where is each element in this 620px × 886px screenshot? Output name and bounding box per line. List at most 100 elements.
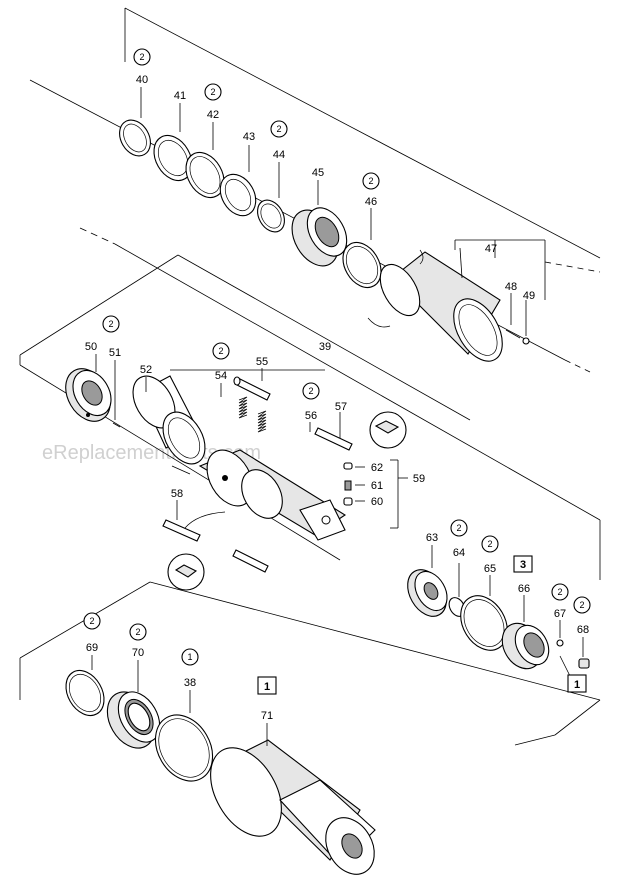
part-57-plug — [369, 411, 407, 449]
part-66-collar — [501, 622, 550, 670]
badge-circle-2-65: 2 — [481, 535, 499, 553]
part-65-o-ring — [460, 595, 508, 651]
part-63-washer — [407, 569, 448, 617]
badge-box-3-66: 3 — [513, 555, 533, 573]
badge-circle-2-54: 2 — [212, 342, 230, 360]
label-69: 69 — [86, 642, 98, 654]
label-44: 44 — [273, 149, 285, 161]
badge-circle-2-51: 2 — [102, 315, 120, 333]
leaders-bottom — [91, 655, 268, 746]
part-53-pin — [171, 465, 191, 475]
label-39: 39 — [319, 341, 331, 353]
svg-text:2: 2 — [276, 124, 281, 134]
part-plug-lower — [167, 553, 205, 591]
svg-text:2: 2 — [135, 627, 140, 637]
badge-circle-2-70: 2 — [129, 623, 147, 641]
label-67: 67 — [554, 608, 566, 620]
badge-circle-2-64: 2 — [450, 519, 468, 537]
badge-circle-2-40: 2 — [133, 48, 151, 66]
label-49: 49 — [523, 290, 535, 302]
part-50-front-plate — [65, 368, 112, 422]
part-71-housing — [210, 739, 376, 875]
label-68: 68 — [577, 624, 589, 636]
svg-text:2: 2 — [308, 386, 313, 396]
badge-circle-1-38: 1 — [181, 648, 199, 666]
part-69-ring — [65, 669, 105, 717]
part-42-o-ring — [185, 151, 225, 199]
label-56: 56 — [305, 410, 317, 422]
label-46: 46 — [365, 196, 377, 208]
label-66: 66 — [518, 583, 530, 595]
label-63: 63 — [426, 532, 438, 544]
label-38: 38 — [184, 677, 196, 689]
part-68-pin — [578, 658, 590, 669]
part-48-spring-pin — [505, 329, 521, 339]
part-pin-lower — [232, 549, 269, 573]
svg-text:2: 2 — [487, 539, 492, 549]
part-47-cylinder — [367, 249, 503, 362]
svg-text:1: 1 — [574, 679, 580, 691]
part-55-pin — [233, 376, 271, 401]
svg-text:2: 2 — [368, 176, 373, 186]
svg-text:2: 2 — [579, 600, 584, 610]
badge-circle-2-67: 2 — [551, 583, 569, 601]
badge-box-1-71: 1 — [257, 676, 277, 695]
label-41: 41 — [174, 90, 186, 102]
bracket-59 — [355, 459, 408, 529]
badge-circle-2-42: 2 — [204, 83, 222, 101]
svg-text:2: 2 — [210, 87, 215, 97]
svg-text:1: 1 — [187, 652, 192, 662]
svg-text:2: 2 — [218, 346, 223, 356]
label-45: 45 — [312, 167, 324, 179]
part-45-end-plate — [291, 207, 348, 267]
label-42: 42 — [207, 109, 219, 121]
label-48: 48 — [505, 281, 517, 293]
svg-text:3: 3 — [520, 559, 526, 571]
svg-text:2: 2 — [557, 587, 562, 597]
badge-box-1-right: 1 — [567, 674, 587, 693]
label-58: 58 — [171, 488, 183, 500]
label-54: 54 — [215, 370, 227, 382]
badge-circle-2-46: 2 — [362, 172, 380, 190]
label-59: 59 — [413, 473, 425, 485]
leaders-middle — [95, 354, 341, 520]
svg-text:2: 2 — [89, 616, 94, 626]
label-65: 65 — [484, 563, 496, 575]
part-49-ball — [522, 337, 530, 345]
part-56-key — [314, 427, 353, 451]
part-40-snap-ring — [119, 119, 151, 157]
label-64: 64 — [453, 547, 465, 559]
svg-text:2: 2 — [139, 52, 144, 62]
part-60-62-detent — [343, 462, 353, 506]
badge-circle-2-69: 2 — [83, 612, 101, 630]
label-70: 70 — [132, 647, 144, 659]
part-41-washer — [153, 134, 193, 182]
label-52: 52 — [140, 364, 152, 376]
label-57: 57 — [335, 401, 347, 413]
label-50: 50 — [85, 341, 97, 353]
badge-circle-2-68: 2 — [573, 596, 591, 614]
label-47: 47 — [485, 243, 497, 255]
part-44-o-ring — [257, 199, 285, 233]
part-54-springs — [238, 396, 267, 433]
badge-circle-2-56: 2 — [302, 382, 320, 400]
label-60: 60 — [371, 496, 383, 508]
part-52-rotor-sleeve — [132, 375, 206, 465]
svg-text:2: 2 — [456, 523, 461, 533]
badge-circle-2-44: 2 — [270, 120, 288, 138]
box-badges: 3 1 1 — [257, 555, 587, 695]
watermark-text: eReplacementParts.com — [42, 442, 261, 464]
part-67-ball — [556, 639, 564, 647]
label-55: 55 — [256, 356, 268, 368]
leaders-right — [431, 545, 584, 677]
part-anvil-shaft — [198, 449, 347, 541]
leaders-top — [140, 87, 527, 336]
circle-badges-2: 2 2 2 2 2 2 2 2 2 2 2 2 2 1 — [83, 48, 591, 666]
part-58-key — [162, 511, 226, 542]
part-38-o-ring — [154, 714, 214, 782]
part-43-washer — [219, 173, 257, 217]
label-62: 62 — [371, 462, 383, 474]
bracket-47 — [454, 239, 546, 300]
label-40: 40 — [136, 74, 148, 86]
